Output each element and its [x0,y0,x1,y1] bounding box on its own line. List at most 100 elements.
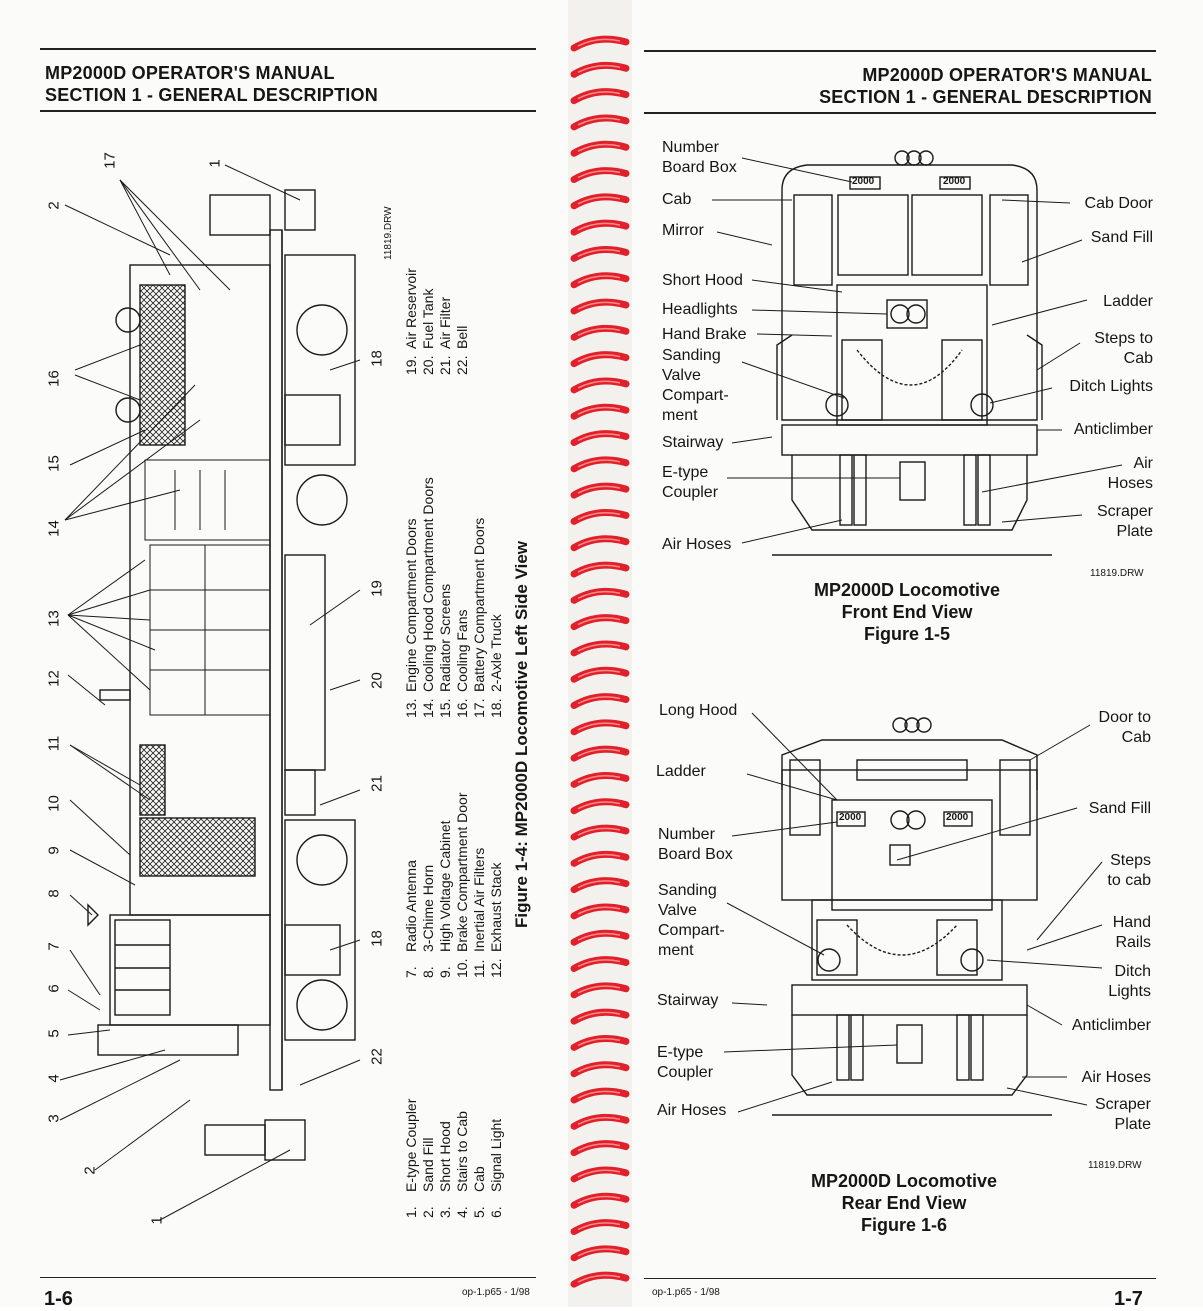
callout-6: 6 [45,984,63,993]
binding-coil-highlight [577,696,621,705]
binding-coil-highlight [577,170,621,179]
label-hand-rails: Hand Rails [1112,914,1151,951]
legend-item: 13.Engine Compartment Doors [403,518,419,718]
footer-file-right: op-1.p65 - 1/98 [652,1287,720,1298]
binding-coil-highlight [577,880,621,889]
callout-4: 4 [45,1074,63,1083]
callout-16: 16 [45,370,63,387]
header-rule-top [40,48,536,50]
label-rear-air-hoses: Air Hoses [657,1102,727,1119]
label-ditch-lights: Ditch Lights [1069,378,1153,395]
binding-coil-highlight [577,1274,621,1283]
legend-item: 4.Stairs to Cab [454,1111,470,1218]
caption-line: Front End View [841,602,973,622]
callout-18b: 18 [368,930,386,947]
label-sanding-valve: Sanding Valve Compart- ment [662,347,729,424]
binding-coil-highlight [577,222,621,231]
legend-item: 19.Air Reservoir [403,268,419,375]
callout-11: 11 [45,735,63,752]
callout-17: 17 [101,152,119,169]
manual-title-right: MP2000D OPERATOR'S MANUAL [862,65,1152,85]
callout-8: 8 [45,889,63,898]
binding-coil-highlight [577,748,621,757]
legend-item: 16.Cooling Fans [454,609,470,719]
binding-coil-highlight [577,64,621,73]
legend-item: 21.Air Filter [437,296,453,375]
header-rule-top-right [644,50,1156,52]
binding-coil-highlight [577,301,621,310]
binding-coil-highlight [577,1090,621,1099]
locomotive-side-view-drawing [59,164,361,1221]
legend-item: 10.Brake Compartment Door [454,792,470,978]
right-header: MP2000D OPERATOR'S MANUAL SECTION 1 - GE… [792,64,1152,108]
legend-column-2: 7.Radio Antenna 8.3-Chime Horn 9.High Vo… [403,792,505,978]
spiral-binding [568,0,632,1307]
label-sand-fill: Sand Fill [1090,229,1153,246]
legend-item: 12.Exhaust Stack [488,862,504,979]
binding-coil-highlight [577,117,621,126]
binding-coil-highlight [577,91,621,100]
label-long-hood: Long Hood [659,702,738,719]
figure-1-6-caption: MP2000D Locomotive Rear End View Figure … [754,1170,1054,1236]
binding-coil-highlight [577,853,621,862]
legend-item: 11.Inertial Air Filters [471,847,487,978]
binding-coil-highlight [577,1222,621,1231]
legend-item: 8.3-Chime Horn [420,864,436,978]
callout-21: 21 [368,775,386,792]
label-mirror: Mirror [662,222,704,239]
callout-10: 10 [45,795,63,812]
callout-9: 9 [45,846,63,855]
label-steps-to-cab: Steps to Cab [1094,330,1153,367]
label-door-to-cab: Door to Cab [1098,709,1151,746]
frame-rail [269,229,283,1091]
callout-1: 1 [206,159,224,168]
caption-line: Figure 1-6 [860,1215,948,1235]
label-rear-number-board-box: Number Board Box [658,826,733,863]
binding-coil-highlight [577,275,621,284]
callout-3: 3 [45,1114,63,1123]
binding-coil-highlight [577,459,621,468]
binding-coil-highlight [577,906,621,915]
binding-coil-highlight [577,512,621,521]
legend-item: 18.2-Axle Truck [488,614,504,718]
label-air-hoses: Air Hoses [662,536,732,553]
binding-coil-highlight [577,643,621,652]
legend-item: 22.Bell [454,325,470,375]
front-number-board-right: 2000 [943,176,966,187]
binding-coil-highlight [577,1064,621,1073]
callout-22: 22 [368,1048,386,1065]
callout-5: 5 [45,1029,63,1038]
label-cab: Cab [662,191,692,208]
label-anticlimber: Anticlimber [1073,421,1153,438]
label-rear-steps-to-cab: Steps to cab [1107,852,1151,889]
label-hand-brake: Hand Brake [662,326,747,343]
legend-item: 15.Radiator Screens [437,583,453,718]
binding-coil-highlight [577,827,621,836]
callout-2: 2 [45,201,63,210]
binding-coil-highlight [577,196,621,205]
binding-coil-highlight [577,1195,621,1204]
legend-column-3: 13.Engine Compartment Doors 14.Cooling H… [403,477,505,718]
label-stairway: Stairway [662,434,724,451]
binding-coil-highlight [577,249,621,258]
callout-15: 15 [45,455,63,472]
footer-rule [40,1277,536,1278]
label-rear-ditch-lights: Ditch Lights [1108,963,1151,1000]
binding-coil-highlight [577,1143,621,1152]
binding-coil-highlight [577,590,621,599]
legend-item: 9.High Voltage Cabinet [437,820,453,978]
header-rule-bottom-right [644,112,1156,114]
binding-coil-highlight [577,380,621,389]
manual-title: MP2000D OPERATOR'S MANUAL [45,63,335,83]
binding-coil-highlight [577,1116,621,1125]
label-rear-sand-fill: Sand Fill [1088,800,1151,817]
label-cab-door: Cab Door [1084,195,1153,212]
callout-12: 12 [45,670,63,687]
header-rule-bottom [40,110,536,112]
caption-line: MP2000D Locomotive [810,1171,998,1191]
section-title-right: SECTION 1 - GENERAL DESCRIPTION [819,87,1152,107]
legend-item: 20.Fuel Tank [420,288,436,375]
binding-coil-highlight [577,1169,621,1178]
figure-1-5-caption: MP2000D Locomotive Front End View Figure… [757,579,1057,645]
front-drawing-id: 11819.DRW [1090,568,1144,579]
